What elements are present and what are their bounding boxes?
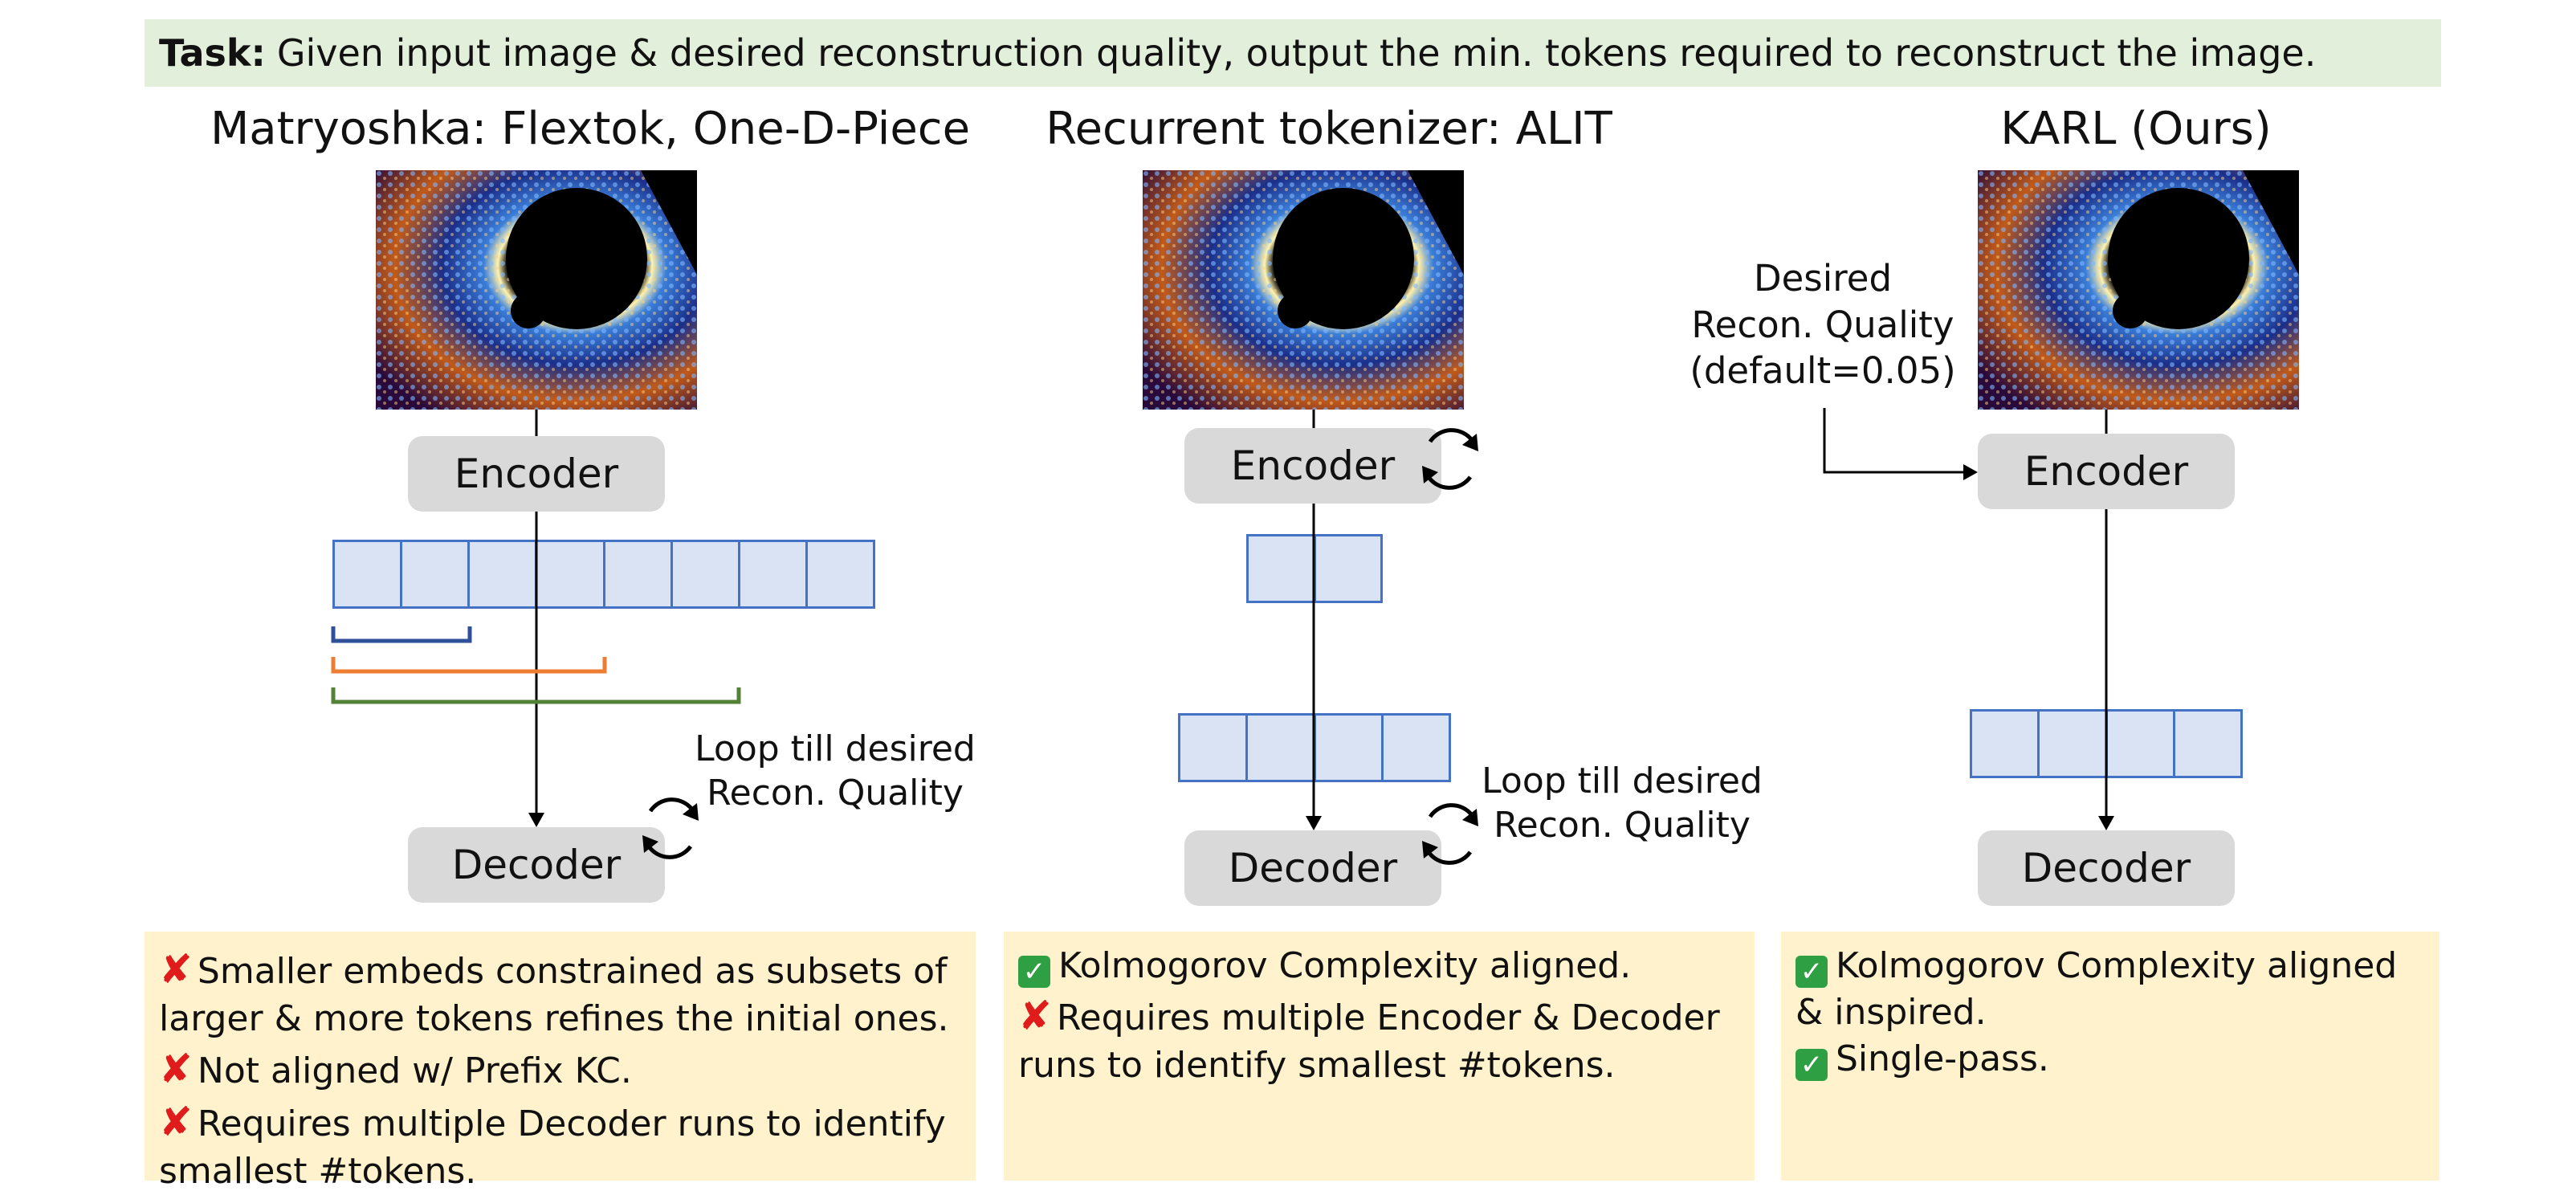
karl-input-image [1978, 170, 2299, 410]
note-line: larger & more tokens refines the initial… [159, 998, 949, 1039]
alit-decoder-loop-icon [1422, 803, 1478, 865]
alit-encoder: Encoder [1184, 428, 1441, 504]
bracket-medium [331, 657, 607, 674]
check-icon: ✓ [1018, 956, 1050, 988]
alit-input-image [1143, 170, 1464, 410]
cross-icon: ✘ [1018, 993, 1052, 1040]
alit-notes: ✓Kolmogorov Complexity aligned. ✘Require… [1004, 932, 1755, 1181]
karl-token-row [1970, 709, 2243, 778]
karl-decoder: Decoder [1978, 830, 2235, 906]
note-line: & inspired. [1795, 992, 1987, 1034]
note-line: ✓Kolmogorov Complexity aligned [1795, 943, 2425, 989]
bracket-large [331, 687, 741, 704]
encoder-decoder-arrow-line [535, 540, 538, 609]
matryoshka-loop-text: Loop till desired Recon. Quality [691, 727, 980, 815]
alit-arrow-overlay [1312, 534, 1315, 782]
karl-encoder: Encoder [1978, 434, 2235, 509]
note-line: ✘Requires multiple Decoder runs to ident… [159, 1099, 946, 1146]
matryoshka-input-image [376, 170, 697, 410]
alit-decoder: Decoder [1184, 830, 1441, 906]
note-line: ✘Requires multiple Encoder & Decoder [1018, 993, 1720, 1040]
alit-encoder-loop-icon [1422, 428, 1478, 490]
loop-line-2: Recon. Quality [707, 773, 964, 814]
note-line: ✘Smaller embeds constrained as subsets o… [159, 946, 948, 993]
alit-title: Recurrent tokenizer: ALIT [1045, 103, 1612, 155]
cross-icon: ✘ [159, 1099, 193, 1146]
check-icon: ✓ [1795, 1049, 1828, 1082]
matryoshka-title: Matryoshka: Flextok, One-D-Piece [210, 103, 971, 155]
matryoshka-loop-icon [642, 797, 699, 859]
loop-line-1: Loop till desired [1482, 761, 1763, 801]
token-cell [2037, 709, 2108, 778]
bracket-small [331, 626, 472, 643]
token-cell [602, 540, 673, 609]
token-cell [2172, 709, 2243, 778]
note-line: runs to identify smallest #tokens. [1018, 1045, 1616, 1087]
karl-arrow-overlay [2105, 709, 2108, 778]
task-label: Task: [159, 31, 266, 75]
note-line: ✓Single-pass. [1795, 1036, 2425, 1083]
cross-icon: ✘ [159, 946, 193, 993]
loop-line-2: Recon. Quality [1494, 805, 1751, 846]
token-cell [1380, 713, 1451, 782]
token-cell [467, 540, 538, 609]
token-cell [670, 540, 740, 609]
matryoshka-decoder: Decoder [408, 827, 665, 903]
cross-icon: ✘ [159, 1046, 193, 1093]
karl-notes: ✓Kolmogorov Complexity aligned & inspire… [1781, 932, 2439, 1181]
desired-quality-text: Desired Recon. Quality (default=0.05) [1662, 255, 1983, 394]
prefix-brackets [331, 626, 741, 704]
token-cell [332, 540, 403, 609]
token-cell [2105, 709, 2175, 778]
quality-line-2: Recon. Quality [1691, 303, 1954, 346]
token-cell [805, 540, 875, 609]
alit-loop-text: Loop till desired Recon. Quality [1478, 759, 1767, 847]
token-cell [535, 540, 605, 609]
check-icon: ✓ [1795, 956, 1828, 988]
task-text: Given input image & desired reconstructi… [276, 31, 2317, 75]
note-line: smallest #tokens. [159, 1151, 477, 1193]
quality-line-3: (default=0.05) [1689, 349, 1956, 393]
note-line: ✘Not aligned w/ Prefix KC. [159, 1046, 632, 1093]
token-cell [400, 540, 471, 609]
task-banner: Task: Given input image & desired recons… [145, 19, 2441, 87]
matryoshka-notes: ✘Smaller embeds constrained as subsets o… [145, 932, 976, 1192]
token-cell [1178, 713, 1249, 782]
loop-line-1: Loop till desired [695, 728, 976, 769]
karl-title: KARL (Ours) [2000, 103, 2272, 155]
token-cell [1970, 709, 2040, 778]
note-line: ✓Kolmogorov Complexity aligned. [1018, 943, 1740, 989]
matryoshka-token-row [332, 540, 875, 609]
quality-line-1: Desired [1753, 257, 1893, 300]
matryoshka-encoder: Encoder [408, 436, 665, 512]
